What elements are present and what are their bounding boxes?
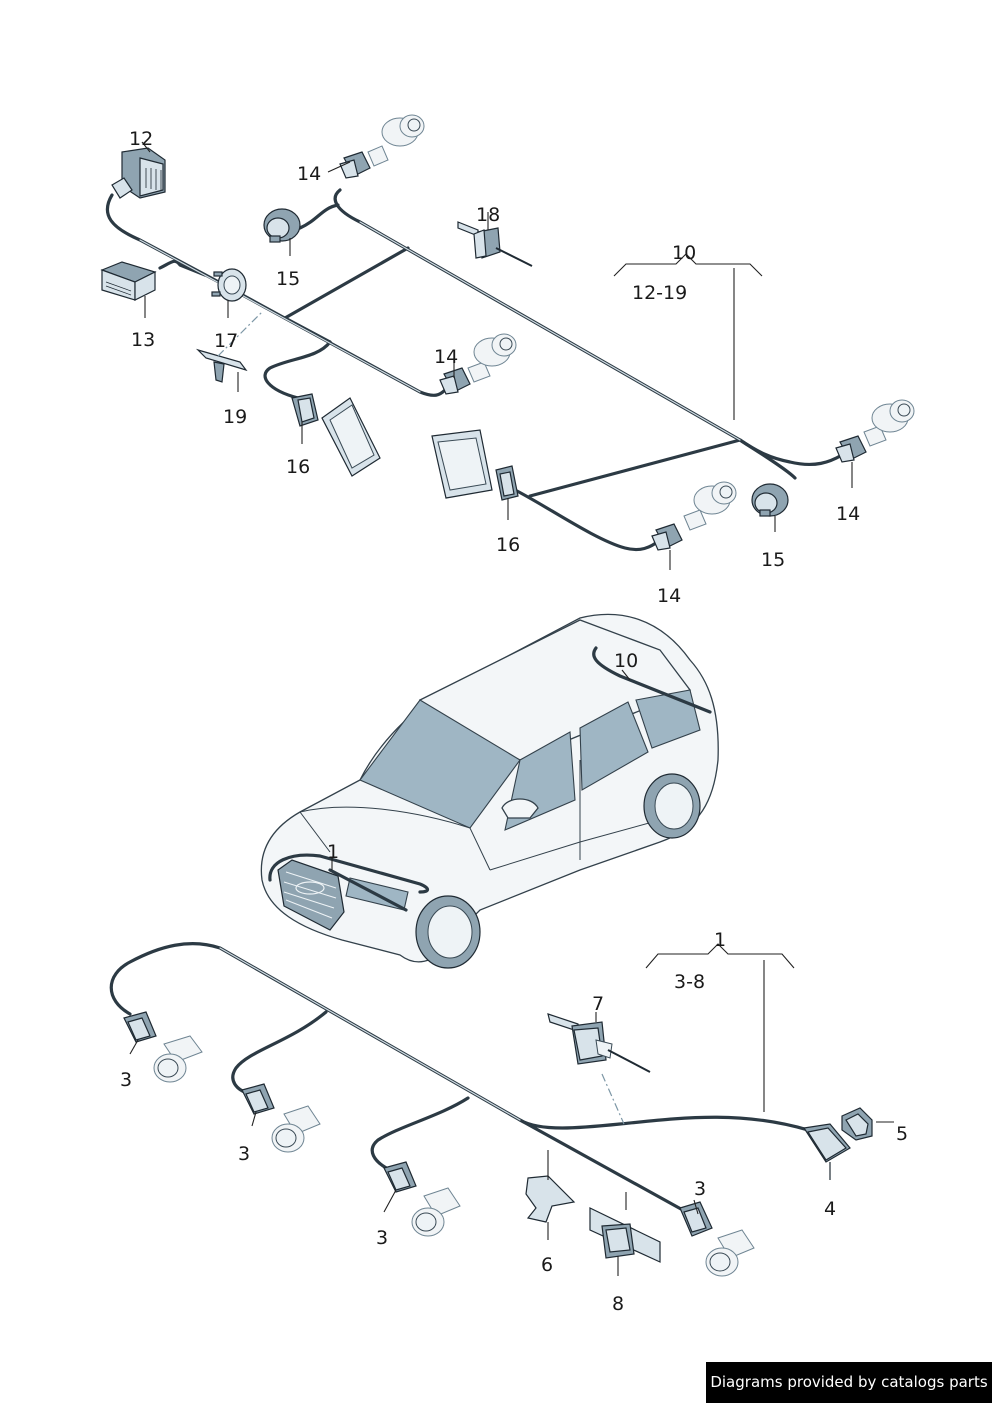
label-3: 3: [694, 1178, 706, 1200]
callout-labels: 12 13 14 15 17 19 18 14 16 16 10 12-19 1…: [120, 128, 908, 1315]
label-14: 14: [434, 346, 458, 368]
connector-4: [802, 1123, 851, 1180]
label-3: 3: [376, 1227, 388, 1249]
label-1-car: 1: [327, 841, 339, 863]
label-15: 15: [276, 268, 300, 290]
label-15: 15: [761, 549, 785, 571]
control-unit-16-left: [291, 393, 381, 477]
connector-12: [111, 147, 166, 199]
car-illustration: [260, 613, 719, 969]
label-5: 5: [896, 1123, 908, 1145]
label-4: 4: [824, 1198, 836, 1220]
sensor-14-c: [835, 399, 915, 463]
label-8: 8: [612, 1293, 624, 1315]
sensor-3-c: [383, 1161, 461, 1237]
label-14: 14: [297, 163, 321, 185]
label-3: 3: [238, 1143, 250, 1165]
sensor-3-b: [241, 1083, 321, 1153]
holder-18: [457, 221, 533, 267]
sensor-3-a: [123, 1011, 203, 1083]
label-17: 17: [214, 330, 238, 352]
grommet-17: [211, 268, 247, 302]
label-12: 12: [129, 128, 153, 150]
connector-15-lower: [751, 483, 789, 517]
holder-7: [547, 1013, 651, 1073]
rear-harness-10: [105, 188, 844, 552]
bracket-10: [613, 253, 763, 420]
label-10-car: 10: [614, 650, 638, 672]
leader-lines-bottom: [129, 1012, 894, 1276]
sensor-14-a: [339, 114, 425, 179]
label-14: 14: [657, 585, 681, 607]
bracket-1: [645, 943, 795, 1112]
label-19: 19: [223, 406, 247, 428]
label-7: 7: [592, 993, 604, 1015]
tie-strap-19: [195, 348, 248, 383]
connector-13: [100, 261, 157, 301]
label-14: 14: [836, 503, 860, 525]
control-unit-16-right: [431, 429, 519, 501]
sensor-14-b: [439, 333, 517, 395]
sensor-14-d: [651, 481, 737, 551]
label-6: 6: [541, 1254, 553, 1276]
label-10: 10: [672, 242, 696, 264]
label-16: 16: [286, 456, 310, 478]
label-3: 3: [120, 1069, 132, 1091]
footer-credit: Diagrams provided by catalogs parts: [706, 1362, 992, 1403]
leader-lines-top: [141, 141, 853, 570]
label-16: 16: [496, 534, 520, 556]
clip-5: [841, 1107, 873, 1141]
label-1: 1: [714, 929, 726, 951]
holder-8: [589, 1207, 661, 1263]
front-harness-1: [109, 941, 810, 1216]
label-18: 18: [476, 204, 500, 226]
label-range-12-19: 12-19: [632, 282, 687, 304]
label-range-3-8: 3-8: [674, 971, 705, 993]
bracket-6: [525, 1175, 576, 1223]
sensor-3-d: [679, 1201, 755, 1277]
label-13: 13: [131, 329, 155, 351]
connector-15-upper: [263, 208, 301, 243]
